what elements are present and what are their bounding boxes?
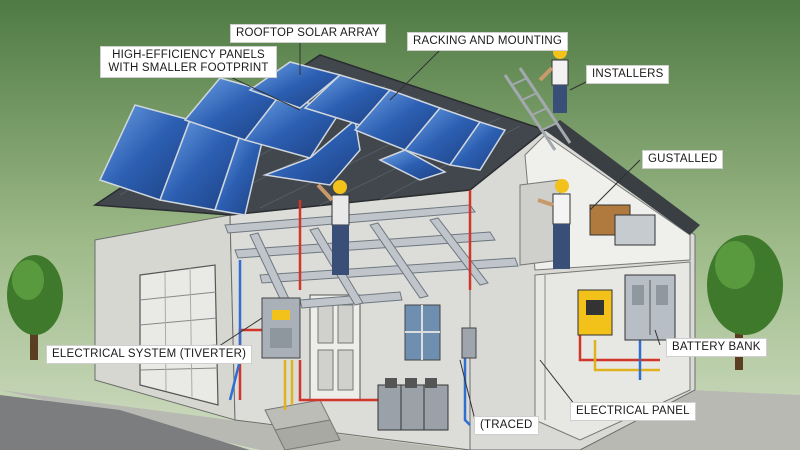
attic-boxes: [589, 204, 656, 246]
interior-electrical-panel: [624, 274, 676, 341]
racking-frame: [224, 204, 519, 321]
label-high-efficiency-line2: WITH SMALLER FOOTPRINT: [108, 62, 269, 74]
tree-right: [707, 235, 783, 370]
wire-red-3: [468, 190, 660, 362]
front-door: [309, 294, 361, 401]
wire-blue-2: [463, 345, 471, 426]
label-battery-bank: BATTERY BANK: [666, 338, 767, 357]
label-rooftop-solar-array: ROOFTOP SOLAR ARRAY: [230, 24, 386, 43]
label-electrical-system: ELECTRICAL SYSTEM (TIVERTER): [46, 345, 253, 364]
label-electrical-panel: ELECTRICAL PANEL: [570, 402, 696, 421]
label-racking-and-mounting: RACKING AND MOUNTING: [407, 32, 569, 51]
tree-left: [7, 255, 63, 360]
wire-yellow-2: [593, 340, 660, 372]
label-high-efficiency-panels: HIGH-EFFICIENCY PANELS WITH SMALLER FOOT…: [100, 46, 277, 78]
label-installers: INSTALLERS: [586, 65, 670, 84]
panel: [262, 118, 361, 186]
installer-roof: [316, 180, 350, 275]
garage-door: [139, 264, 219, 406]
wire-red-2: [298, 360, 380, 402]
inverter-box: [261, 297, 301, 359]
panel: [448, 121, 507, 171]
meter-box: [461, 327, 477, 359]
front-window: [404, 304, 441, 361]
panel: [378, 149, 447, 181]
label-high-efficiency-line1: HIGH-EFFICIENCY PANELS: [112, 49, 265, 61]
label-gustalled: GUSTALLED: [642, 150, 724, 169]
ladder: [503, 67, 572, 151]
callout-lines: [209, 40, 661, 421]
battery-bank: [377, 378, 449, 431]
interior-inverter: [577, 289, 613, 336]
label-traced: (TRACED: [474, 416, 539, 435]
wiring: [228, 190, 660, 426]
installer-attic: [537, 179, 571, 269]
driveway: [0, 395, 250, 450]
wire-yellow: [283, 360, 294, 410]
steps: [264, 399, 341, 450]
